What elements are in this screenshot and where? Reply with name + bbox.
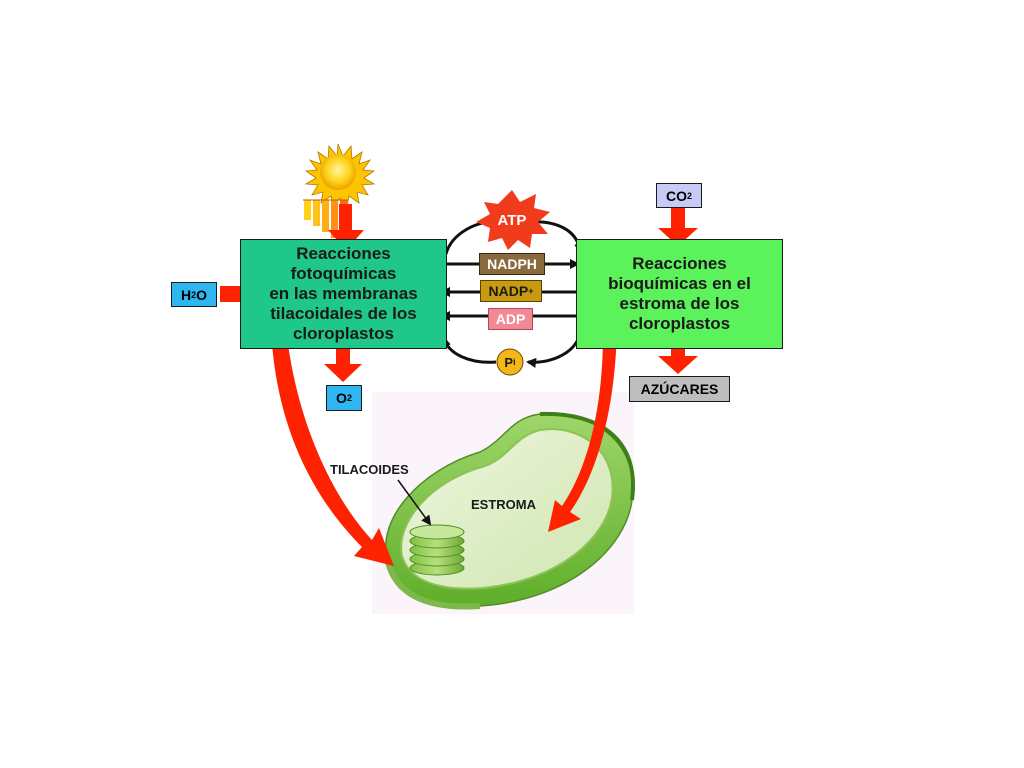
thylakoids-text: TILACOIDES: [330, 462, 409, 477]
atp-text: ATP: [497, 211, 527, 229]
sugars-label: AZÚCARES: [629, 376, 730, 402]
light-reactions-line-3: en las membranas: [269, 284, 418, 303]
sun-icon: [304, 143, 376, 207]
nadp-label: NADP+: [480, 280, 542, 302]
light-reactions-line-1: Reacciones: [296, 244, 391, 263]
water-tail: O: [196, 286, 208, 303]
dark-reactions-line-1: Reacciones: [632, 254, 727, 273]
sugars-output-arrow: [658, 336, 698, 374]
oxygen-base: O: [336, 390, 347, 406]
oxygen-output-arrow: [324, 346, 362, 382]
light-reactions-line-2: fotoquímicas: [290, 264, 397, 283]
stroma-text: ESTROMA: [471, 497, 536, 512]
co2-base: CO: [665, 187, 687, 204]
dark-reactions-box: Reacciones bioquímicas en el estroma de …: [576, 239, 783, 349]
dark-reactions-line-4: cloroplastos: [628, 314, 731, 333]
pi-circle: [496, 348, 524, 376]
dark-reactions-line-3: estroma de los: [619, 294, 740, 313]
light-reactions-line-4: tilacoidales de los: [270, 304, 417, 323]
thylakoids-label: TILACOIDES: [330, 462, 409, 477]
water-base: H: [180, 286, 192, 303]
light-reactions-line-5: cloroplastos: [292, 324, 395, 343]
light-reactions-box: Reacciones fotoquímicas en las membranas…: [240, 239, 447, 349]
dark-reactions-line-2: bioquímicas en el: [608, 274, 751, 293]
starburst-icon: [476, 190, 550, 250]
pi-base: P: [504, 354, 514, 370]
nadph-text: NADPH: [487, 256, 537, 272]
thylakoid-stack: [409, 524, 465, 576]
co2-input-arrow: [658, 208, 698, 246]
adp-label: ADP: [488, 308, 533, 330]
light-input-arrow: [328, 204, 364, 250]
thylakoid-pointer-arrow: [397, 479, 432, 526]
sugars-text: AZÚCARES: [640, 381, 719, 397]
light-to-thylakoid-arrow: [272, 344, 394, 566]
atp-label: ATP: [490, 210, 534, 230]
nadp-base: NADP: [488, 283, 529, 299]
nadph-label: NADPH: [479, 253, 545, 275]
stroma-label: ESTROMA: [471, 497, 536, 512]
adp-text: ADP: [495, 311, 526, 327]
